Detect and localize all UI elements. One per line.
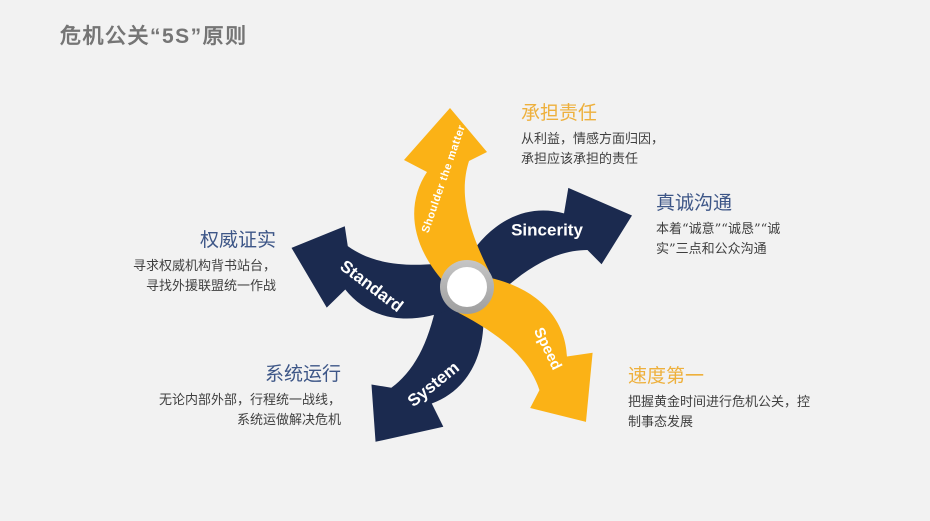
callout-shoulder-line2: 承担应该承担的责任 — [521, 152, 639, 167]
callout-standard: 权威证实 寻求权威机构背书站台， 寻找外援联盟统一作战 — [133, 228, 276, 297]
callout-shoulder: 承担责任 从利益，情感方面归因， 承担应该承担的责任 — [521, 101, 664, 170]
callout-speed: 速度第一 把握黄金时间进行危机公关，控 制事态发展 — [628, 364, 810, 433]
callout-system-line1: 无论内部外部，行程统一战线， — [158, 393, 341, 408]
callout-system-line2: 系统运做解决危机 — [236, 413, 341, 428]
callout-standard-line1: 寻求权威机构背书站台， — [132, 259, 276, 274]
page-title: 危机公关“5S”原则 — [60, 25, 248, 48]
callout-standard-line2: 寻找外援联盟统一作战 — [145, 279, 276, 294]
callout-shoulder-line1: 从利益，情感方面归因， — [521, 132, 665, 147]
callout-system: 系统运行 无论内部外部，行程统一战线， 系统运做解决危机 — [159, 362, 341, 431]
callout-speed-heading: 速度第一 — [628, 365, 705, 387]
callout-sincerity-line2: 实”三点和公众沟通 — [656, 242, 767, 257]
callout-sincerity-heading: 真诚沟通 — [656, 192, 733, 214]
callout-standard-heading: 权威证实 — [199, 229, 276, 251]
callout-sincerity-line1: 本着“诚意”“诚恳”“诚 — [656, 222, 781, 237]
callout-sincerity: 真诚沟通 本着“诚意”“诚恳”“诚 实”三点和公众沟通 — [656, 191, 780, 260]
callout-speed-line2: 制事态发展 — [628, 415, 694, 430]
hub-circle — [447, 267, 487, 307]
callout-speed-line1: 把握黄金时间进行危机公关，控 — [628, 395, 811, 410]
blade-label-sincerity: Sincerity — [511, 220, 583, 239]
callout-shoulder-heading: 承担责任 — [521, 102, 598, 124]
callout-system-heading: 系统运行 — [264, 363, 341, 385]
